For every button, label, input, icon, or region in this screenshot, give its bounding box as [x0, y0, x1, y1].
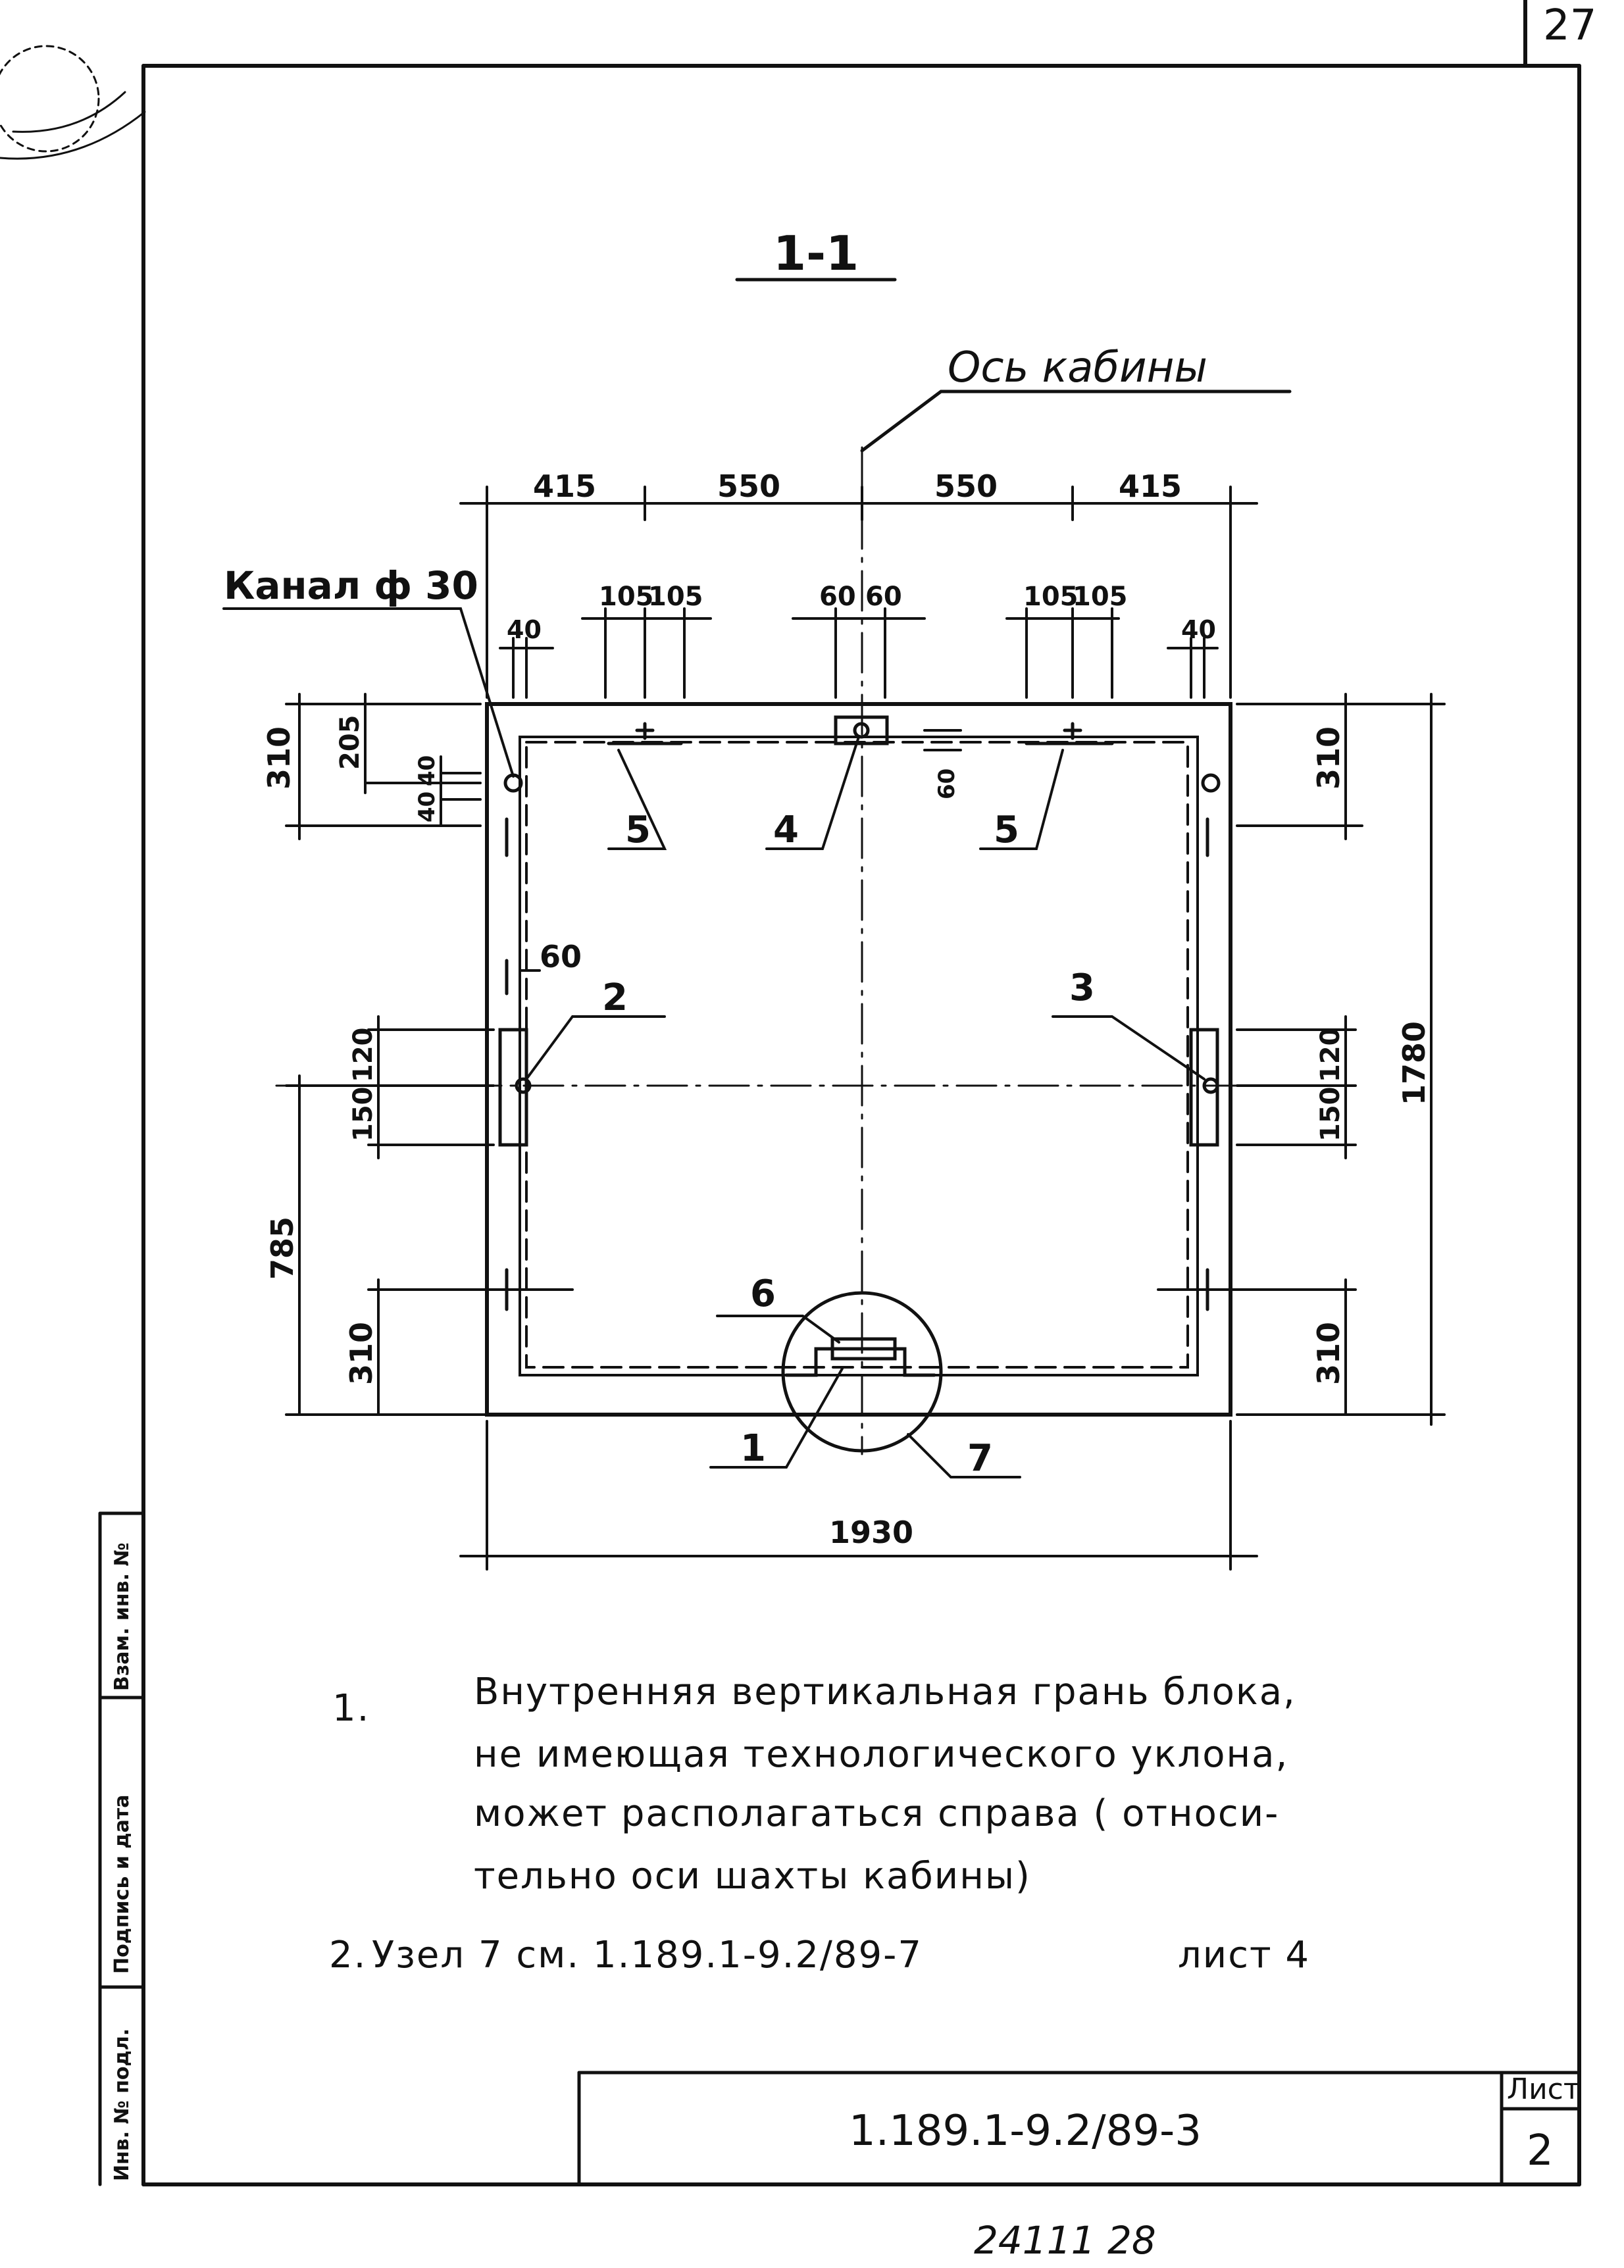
- dim-1780: 1780: [1396, 1021, 1432, 1105]
- note-1-line-2: не имеющая технологического уклона,: [474, 1733, 1288, 1776]
- bottom-dimension: [459, 1420, 1258, 1571]
- dim-150-right: 150: [1315, 1087, 1346, 1142]
- callout-4: 4: [773, 809, 799, 851]
- side-stamp-signature-date: Подпись и дата: [111, 1795, 134, 1974]
- callout-7: 7: [967, 1437, 993, 1480]
- callout-6: 6: [750, 1273, 776, 1315]
- dim-60-mid: 60: [540, 939, 582, 974]
- approval-stamp: [0, 45, 146, 160]
- dim-205: 205: [335, 715, 365, 770]
- section-title: 1-1: [773, 226, 859, 281]
- sheet-number: 27: [1543, 1, 1596, 50]
- dim-310-top-left: 310: [261, 726, 297, 790]
- dim-310-top-right: 310: [1311, 726, 1346, 790]
- dim-1930: 1930: [829, 1515, 913, 1550]
- dim-40-v2: 40: [414, 792, 440, 822]
- embed-part-5-left: [607, 722, 683, 745]
- dim-60-a: 60: [819, 582, 856, 612]
- embed-part-4: [834, 715, 889, 745]
- note-1-number: 1.: [332, 1687, 370, 1730]
- cabin-axis-leader: [860, 390, 1292, 453]
- embed-part-2: [498, 1028, 532, 1147]
- dim-785: 785: [265, 1217, 300, 1280]
- note-1-line-3: может располагаться справа ( относи-: [474, 1792, 1279, 1835]
- dim-40-left: 40: [507, 615, 542, 644]
- title-block-frame: [577, 2071, 1581, 2186]
- callout-2: 2: [602, 976, 628, 1019]
- dim-310-bottom-left: 310: [343, 1322, 379, 1385]
- side-stamp-strip: [98, 1511, 145, 2186]
- inner-dashed-line: [525, 741, 1189, 1369]
- right-dimension-chain: [923, 693, 1446, 1426]
- side-stamp-inv-podl: Инв. № подл.: [111, 2029, 134, 2181]
- dim-550-left: 550: [717, 468, 780, 504]
- dim-105-b: 105: [648, 582, 703, 612]
- dim-105-d: 105: [1073, 582, 1128, 612]
- callout-5-left: 5: [625, 809, 651, 851]
- left-dimension-chain: [285, 693, 574, 1416]
- dim-550-right: 550: [934, 468, 998, 504]
- dim-120-left: 120: [348, 1028, 378, 1083]
- top-dimension-chain: [459, 486, 1258, 699]
- node-7-circle: [781, 1291, 943, 1453]
- document-code: 1.189.1-9.2/89-3: [849, 2107, 1202, 2155]
- callout-3: 3: [1069, 967, 1095, 1009]
- dim-105-a: 105: [599, 582, 654, 612]
- note-1-line-1: Внутренняя вертикальная грань блока,: [474, 1671, 1296, 1713]
- callout-leaders: [222, 607, 1205, 1478]
- dim-105-c: 105: [1023, 582, 1078, 612]
- dim-60-v: 60: [934, 769, 960, 799]
- callout-1: 1: [740, 1427, 766, 1470]
- dim-120-right: 120: [1315, 1028, 1346, 1083]
- dim-310-bottom-right: 310: [1311, 1322, 1346, 1385]
- callout-5-right: 5: [994, 809, 1019, 851]
- sheet-frame: [141, 0, 1581, 2186]
- note-1-line-4: тельно оси шахты кабины): [474, 1855, 1031, 1898]
- dim-150-left: 150: [348, 1087, 378, 1142]
- block-outline: [485, 702, 1232, 1417]
- dim-60-b: 60: [865, 582, 902, 612]
- note-2-text: Узел 7 см. 1.189.1-9.2/89-7: [372, 1934, 923, 1977]
- channel-label: Канал ф 30: [224, 563, 478, 608]
- note-2-number: 2.: [329, 1934, 367, 1977]
- note-2-sheet-ref: лист 4: [1178, 1934, 1310, 1977]
- sheet-label: Лист: [1507, 2073, 1581, 2106]
- bottom-archive-code: 24111 28: [974, 2218, 1156, 2263]
- embed-part-3: [1189, 1028, 1219, 1147]
- dim-415-left: 415: [533, 468, 596, 504]
- embed-part-5-right: [1025, 722, 1114, 745]
- dim-40-v1: 40: [414, 755, 440, 786]
- dim-40-right: 40: [1181, 615, 1216, 644]
- cabin-axis-label: Ось кабины: [948, 343, 1207, 392]
- side-stamp-vzam-inv: Взам. инв. №: [111, 1542, 134, 1691]
- dim-415-right: 415: [1119, 468, 1182, 504]
- sheet-value: 2: [1527, 2127, 1554, 2175]
- embed-part-6: [784, 1337, 936, 1377]
